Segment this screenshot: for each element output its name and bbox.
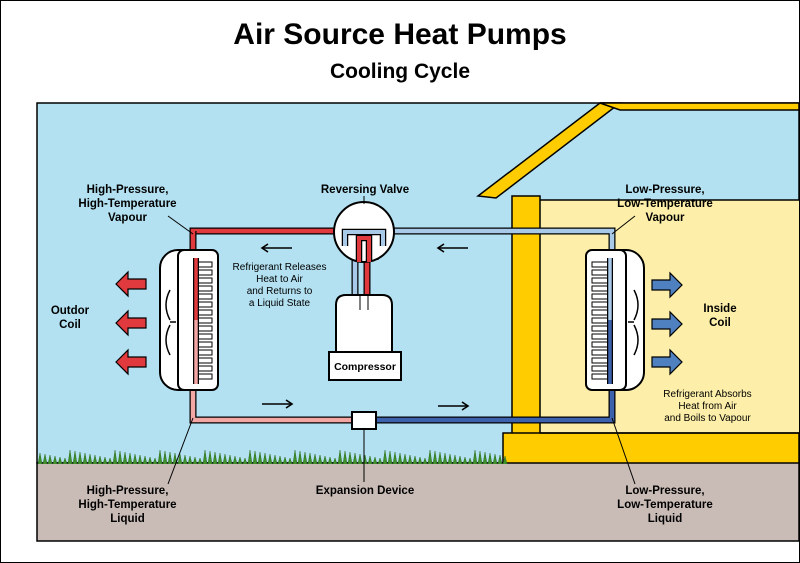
- inside-coil: [585, 249, 645, 391]
- air-in-arrow-icon: [651, 271, 683, 299]
- air-in-arrow-icon: [651, 310, 683, 338]
- page-title: Air Source Heat Pumps: [233, 18, 567, 51]
- label-compressor: Compressor: [334, 361, 396, 373]
- compressor: [328, 294, 402, 381]
- grass: [37, 449, 508, 465]
- expansion-device: [351, 411, 377, 430]
- flow-arrow-icon: [262, 399, 294, 409]
- flow-arrow-icon: [438, 401, 470, 411]
- house-wall-left: [511, 195, 541, 437]
- label-reversing-valve: Reversing Valve: [320, 184, 410, 196]
- air-in-arrow-icon: [651, 348, 683, 376]
- label-high-pressure-liquid: High-Pressure, High-Temperature Liquid: [78, 485, 177, 525]
- page-subtitle: Cooling Cycle: [329, 60, 471, 83]
- label-absorbs-heat: Refrigerant Absorbs Heat from Air and Bo…: [663, 389, 752, 424]
- leader-lines: [167, 196, 636, 485]
- house-foundation: [502, 432, 800, 466]
- label-high-pressure-vapour: High-Pressure, High-Temperature Vapour: [78, 184, 177, 224]
- label-low-pressure-liquid: Low-Pressure, Low-Temperature Liquid: [617, 485, 713, 525]
- fan-icon: [165, 289, 176, 356]
- fan-icon: [628, 289, 639, 356]
- flow-arrow-icon: [260, 243, 292, 253]
- outdoor-coil: [159, 249, 219, 391]
- label-expansion-device: Expansion Device: [315, 485, 415, 497]
- label-releases-heat: Refrigerant Releases Heat to Air and Ret…: [232, 262, 327, 309]
- flow-arrow-icon: [436, 243, 468, 253]
- label-outdoor-coil: Outdor Coil: [50, 305, 90, 331]
- label-inside-coil: Inside Coil: [703, 303, 737, 329]
- ground: [36, 462, 800, 542]
- label-low-pressure-vapour: Low-Pressure, Low-Temperature Vapour: [617, 184, 713, 224]
